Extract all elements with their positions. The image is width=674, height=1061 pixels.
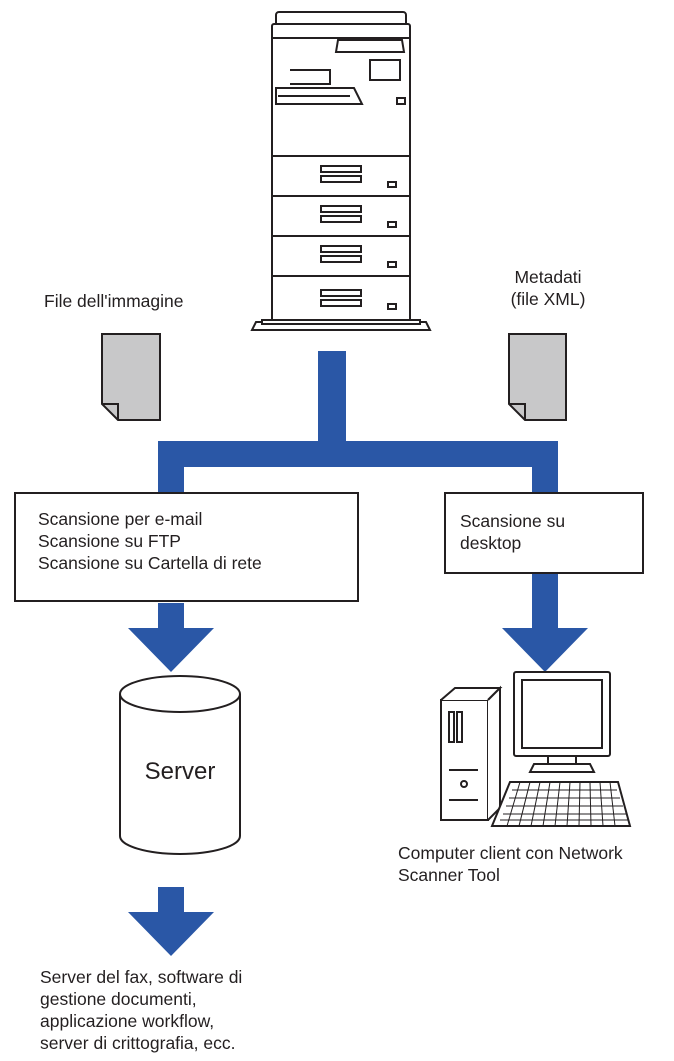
scan-method-item: Scansione su [460, 511, 566, 531]
server-database-icon [119, 675, 241, 855]
client-computer-label: Computer client con Network Scanner Tool [398, 842, 623, 886]
image-file-label: File dell'immagine [44, 291, 184, 311]
arrow-down-icon [502, 573, 588, 672]
client-computer-label-line: Computer client con Network [398, 843, 623, 863]
scan-method-item: Scansione su Cartella di rete [38, 553, 262, 573]
server-label: Server [144, 758, 216, 785]
arrow-down-icon [128, 603, 214, 672]
metadata-file-label-line: Metadati [514, 267, 582, 287]
destinations-label-line: applicazione workflow, [40, 1011, 215, 1031]
destinations-label-line: gestione documenti, [40, 989, 197, 1009]
client-computer-label-line: Scanner Tool [398, 865, 500, 885]
metadata-file-label: Metadati (file XML) [488, 266, 608, 310]
metadata-file-document-icon [508, 333, 567, 421]
distribution-connector [158, 351, 558, 493]
destinations-label-line: server di crittografia, ecc. [40, 1033, 236, 1053]
scan-method-item: Scansione per e-mail [38, 509, 203, 529]
client-computer-icon [440, 671, 632, 827]
destinations-label: Server del fax, software di gestione doc… [40, 966, 242, 1054]
arrow-down-icon [128, 887, 214, 956]
scan-method-item: desktop [460, 533, 522, 553]
destinations-label-line: Server del fax, software di [40, 967, 243, 987]
scan-method-item: Scansione su FTP [38, 531, 181, 551]
scan-to-desktop-box: Scansione su desktop [444, 492, 644, 574]
metadata-file-label-line: (file XML) [510, 289, 586, 309]
scan-methods-box: Scansione per e-mail Scansione su FTP Sc… [14, 492, 359, 602]
image-file-document-icon [101, 333, 161, 421]
multifunction-printer-icon [250, 11, 432, 331]
